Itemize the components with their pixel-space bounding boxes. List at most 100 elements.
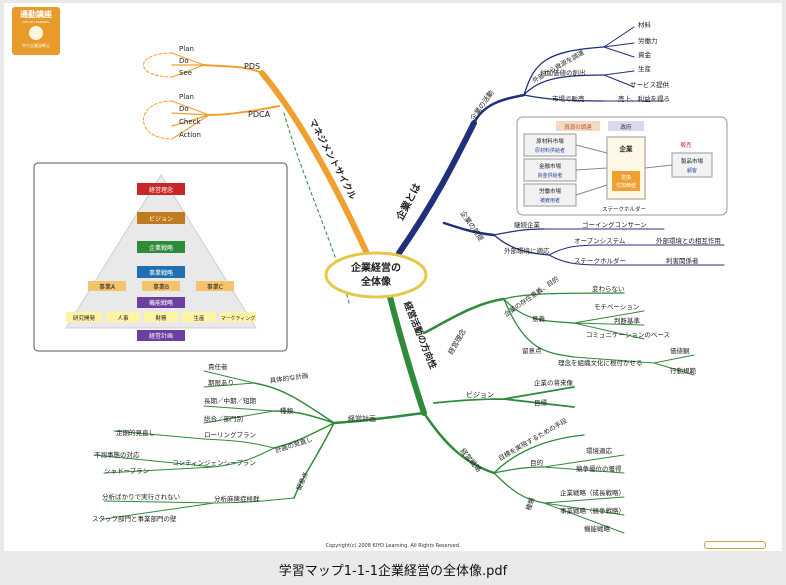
pyramid-panel: 経営理念 ビジョン 企業戦略 事業戦略 事業A 事業B 事業C 機能戦略 研究開… [33, 162, 288, 352]
premise-going-concern: 継続企業 [514, 220, 541, 229]
pyramid-vision [137, 212, 185, 224]
plan-caution: 留意点 [294, 470, 311, 492]
figure-market-finance: 金融市場 [539, 162, 562, 170]
logo-subtitle: ART OF LEARNING [22, 20, 50, 24]
pds-label: PDS [244, 62, 260, 71]
pyramid-business [137, 266, 185, 278]
copyright: Copyright(c) 2008 KIYO Learning, All Rig… [325, 543, 461, 549]
strategy-label: 経営戦略 [458, 447, 483, 474]
figure-product-customer: 顧客 [687, 167, 697, 174]
branch-about-label: 企業とは [393, 181, 424, 223]
plan-concrete: 具体的な計画 [269, 371, 309, 385]
branch-management-line [259, 70, 372, 261]
philosophy-caution-item: 理念を組織文化に根付かせる [558, 358, 643, 367]
logo: 通勤講座 ART OF LEARNING 中小企業診断士 [12, 7, 60, 55]
activity-create: 付加価値の創出 [540, 68, 586, 77]
plan-rolling-item: 定期的見直し [116, 428, 155, 437]
document-caption: 学習マップ1-1-1企業経営の全体像.pdf [278, 564, 508, 579]
activity-procure-item: 資金 [638, 50, 652, 59]
philosophy-caution-sub: 行動規範 [670, 366, 697, 375]
pyramid-functional-label: 機能戦略 [149, 299, 173, 307]
figure-header-government: 政府 [620, 123, 632, 131]
plan-paralysis: 分析麻痺症候群 [214, 494, 260, 503]
mind-map: PDS PDCA Plan Do See Plan Do Check Actio… [33, 20, 728, 534]
figure-market-raw: 原材料市場 [536, 137, 564, 145]
strategy-purpose-item: 競争優位の獲得 [576, 464, 622, 473]
philosophy-label: 経営理念 [446, 327, 468, 356]
plan-label: 経営計画 [348, 414, 376, 423]
activity-create-item: サービス提供 [630, 80, 670, 89]
logo-title: 通勤講座 [20, 10, 52, 19]
figure-product-market: 製品市場 [681, 157, 704, 165]
logo-footer: 中小企業診断士 [22, 43, 50, 48]
pyramid-functional-item: 生産 [193, 314, 205, 322]
premise-going-concern-item: ゴーイングコンサーン [582, 220, 647, 229]
pds-item: Do [179, 57, 189, 65]
philosophy-significance-item: モチベーション [594, 303, 639, 311]
pyramid-business-item: 事業C [207, 283, 223, 291]
vision-future: 企業の将来像 [534, 378, 574, 387]
pyramid-business-item: 事業B [153, 283, 169, 291]
vision-goal: 目標 [534, 398, 548, 407]
strategy-types: 種類 [523, 496, 536, 512]
plan-paralysis-item: 分析ばかりで実行されない [102, 492, 180, 501]
vision-label: ビジョン [466, 390, 494, 399]
pds-item: See [179, 69, 192, 77]
plan-contingency-item: 不測事態の対応 [94, 450, 140, 459]
philosophy-purpose-item: 変わらない [592, 284, 625, 293]
figure-market-raw-sub: 原材料供給者 [535, 147, 565, 154]
plan-concrete-item: 責任者 [208, 362, 228, 371]
pdca-item: Plan [179, 93, 194, 101]
plan-paralysis-item: スタッフ部門と事業部門の壁 [92, 514, 177, 523]
plan-rolling: ローリングプラン [204, 430, 256, 439]
figure-company: 企業 [619, 144, 634, 153]
pyramid-philosophy-label: 経営理念 [149, 186, 173, 194]
figure-sales: 販売 [680, 141, 692, 149]
premise-open-system: オープンシステム [574, 237, 626, 245]
pdca-item: Do [179, 105, 189, 113]
premise-label: 企業の前提 [458, 209, 485, 243]
pyramid-corporate [137, 241, 185, 253]
center-node [324, 251, 428, 299]
figure-market-labor: 労働市場 [539, 187, 562, 195]
figure-company-sub2: 付加価値 [616, 182, 636, 189]
activity-procure-item: 労働力 [638, 36, 658, 45]
plan-review: 計画の見直し [274, 434, 314, 455]
philosophy-significance-item: 判断基準 [614, 316, 641, 325]
philosophy-caution: 留意点 [522, 346, 542, 355]
branch-about-line [396, 120, 477, 256]
pyramid-plan [137, 330, 185, 341]
pyramid-philosophy [137, 183, 185, 195]
activity-procure-item: 材料 [638, 20, 652, 29]
figure-market-labor-sub: 被雇用者 [540, 197, 560, 204]
pds-item: Plan [179, 45, 194, 53]
strategy-type-item: 事業戦略（競争戦略） [560, 506, 625, 515]
activity-sell: 市場で販売 [552, 94, 585, 103]
plan-contingency-item: シャドープラン [104, 467, 149, 475]
pyramid-vision-label: ビジョン [149, 215, 173, 223]
branch-direction-line [386, 290, 427, 416]
strategy-type-item: 企業戦略（成長戦略） [560, 488, 625, 497]
pyramid-plan-label: 経営計画 [149, 332, 173, 340]
pdca-item: Action [179, 131, 201, 139]
philosophy-caution-sub: 価値観 [670, 346, 690, 355]
premise-open-system-item: 外部環境との相互作用 [656, 236, 721, 245]
strategy-purpose: 目的 [530, 458, 544, 467]
pyramid-functional-item: 財務 [155, 314, 167, 322]
activity-sell-item: 売上、利益を得る [618, 94, 670, 103]
logo-mark [29, 26, 43, 40]
pdca-label: PDCA [248, 110, 271, 119]
pdca-item: Check [179, 118, 201, 126]
strategy-type-item: 機能戦略 [584, 524, 611, 533]
stakeholder-figure: 資源の調達 政府 原材料市場 原材料供給者 金融市場 資金供給者 労働市場 被雇… [516, 116, 728, 216]
philosophy-purpose: 企業の存在意義、目的 [502, 274, 561, 319]
pyramid-corporate-label: 企業戦略 [149, 244, 173, 252]
figure-company-sub1: 変換 [621, 174, 631, 181]
pyramid-business-label: 事業戦略 [149, 269, 173, 277]
pyramid-functional-item: 人事 [117, 314, 129, 322]
strategy-purpose-item: 環境適応 [586, 446, 613, 455]
center-line1: 企業経営の [350, 261, 401, 274]
pyramid-functional-item: マーケティング [221, 315, 256, 322]
premise-adapt: 外部環境に適応 [504, 246, 550, 255]
figure-header-procure: 資源の調達 [564, 123, 592, 131]
